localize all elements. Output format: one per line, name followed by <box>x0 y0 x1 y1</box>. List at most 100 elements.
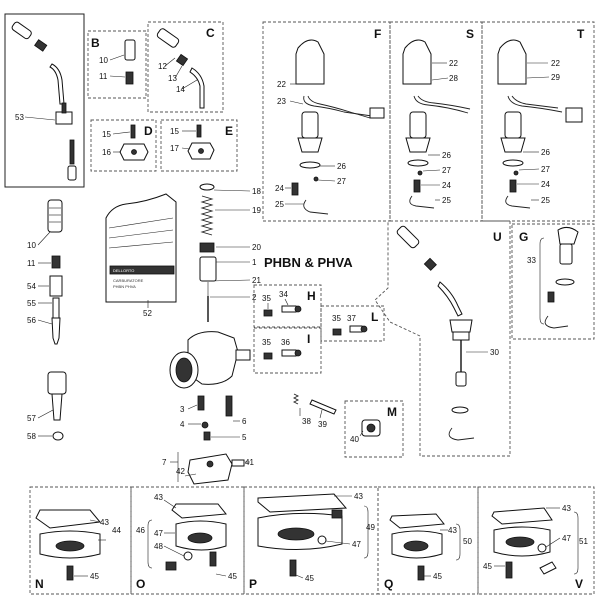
part-c5-label: 5 <box>242 433 247 442</box>
clamp-screw <box>61 102 67 114</box>
bracket-o46 <box>147 519 153 569</box>
part-c41-label: 41 <box>245 458 254 467</box>
part-l10-label: 10 <box>27 241 36 250</box>
screw-l37-head <box>360 325 368 333</box>
cap-t22 <box>497 39 527 85</box>
cable-clamp <box>55 111 73 125</box>
letter-f: F <box>374 27 381 41</box>
screw-g <box>547 291 555 303</box>
screw-l37 <box>349 325 363 333</box>
frame-o <box>130 486 245 595</box>
screw-i36 <box>281 349 297 357</box>
solenoid-body-t <box>504 111 522 139</box>
leader-s28 <box>431 77 449 81</box>
body-g <box>559 243 573 265</box>
solenoid-body-f <box>301 111 319 139</box>
cap-f22 <box>295 39 325 85</box>
lever-u <box>396 225 420 249</box>
screw-q45 <box>417 565 425 581</box>
plug-o <box>165 561 177 571</box>
frame-b <box>87 30 147 99</box>
letter-v: V <box>575 577 583 591</box>
screw-n45 <box>66 565 74 581</box>
section-i-parts: 35 36 <box>262 338 302 360</box>
screw-l35 <box>332 328 342 336</box>
oring-t26 <box>502 159 524 167</box>
section-c-parts: 12 13 14 <box>156 28 205 109</box>
part-f27-label: 27 <box>337 177 346 186</box>
tube-c <box>189 67 205 109</box>
section-letters: B C D E F S T G U H L I M N O P Q V <box>35 26 585 591</box>
leader-v47 <box>545 537 561 548</box>
kit-52: DELLORTO CARBURATORE PHBN PHVA 52 <box>105 193 177 318</box>
part-c3-label: 3 <box>180 405 185 414</box>
part-t27-label: 27 <box>541 165 550 174</box>
screw-t24 <box>509 179 517 193</box>
part-v51-label: 51 <box>579 537 588 546</box>
part-o46-label: 46 <box>136 526 145 535</box>
part-s22-label: 22 <box>449 59 458 68</box>
cap-m40-center <box>366 423 376 433</box>
leader-c21 <box>209 279 251 282</box>
part-n45-label: 45 <box>90 572 99 581</box>
letter-t: T <box>577 27 585 41</box>
bowl-p-inner <box>277 527 315 541</box>
solenoid-body-s <box>409 111 427 139</box>
section-q-parts: 43 50 45 <box>389 513 472 581</box>
part-d16-label: 16 <box>102 148 111 157</box>
oring-u <box>451 406 469 414</box>
part-o43-label: 43 <box>154 493 163 502</box>
part-s27-label: 27 <box>442 166 451 175</box>
leader-o48 <box>163 545 185 557</box>
plunger-rod <box>69 139 75 165</box>
part-f25-label: 25 <box>275 200 284 209</box>
bracket-e17-hole <box>198 148 204 154</box>
kit-bag <box>105 193 177 303</box>
needle-56 <box>51 317 61 345</box>
frame-n <box>29 486 132 595</box>
leader-h34 <box>284 298 289 306</box>
jet-b <box>125 71 134 85</box>
section-e-parts: 15 17 <box>170 124 215 160</box>
part-l37-label: 37 <box>347 314 356 323</box>
letter-e: E <box>225 124 233 138</box>
part-c2-label: 2 <box>252 293 257 302</box>
leader-c13 <box>174 65 183 79</box>
kit-band <box>109 265 175 275</box>
cap-s22 <box>402 39 432 85</box>
holder-54 <box>49 275 63 297</box>
part-n43-label: 43 <box>100 518 109 527</box>
letter-m: M <box>387 405 397 419</box>
connector-t <box>565 107 583 123</box>
letter-c: C <box>206 26 215 40</box>
part-l54-label: 54 <box>27 282 36 291</box>
frame-m <box>344 400 404 458</box>
part-kit52-label: 52 <box>143 309 152 318</box>
section-u-parts: 30 <box>396 225 499 441</box>
part-m38-label: 38 <box>302 417 311 426</box>
part-s28-label: 28 <box>449 74 458 83</box>
oring-s26 <box>407 159 429 167</box>
part-p45-label: 45 <box>305 574 314 583</box>
frame-g <box>511 223 595 340</box>
leader-f23 <box>289 100 304 105</box>
part-c14-label: 14 <box>176 85 185 94</box>
part-m40-label: 40 <box>350 435 359 444</box>
frame-u <box>374 220 511 457</box>
wire-s <box>413 95 469 114</box>
wire-f <box>303 95 373 117</box>
plug-p <box>331 509 343 519</box>
slide-10 <box>47 199 63 233</box>
part-q45-label: 45 <box>433 572 442 581</box>
washer-v47 <box>537 543 547 553</box>
clip-s25 <box>409 195 435 209</box>
bowl-o-inner <box>187 532 213 544</box>
plunger <box>67 165 77 181</box>
solenoid-base-s <box>405 137 431 153</box>
plunger-tip-u <box>455 371 467 387</box>
bracket-q50 <box>455 523 461 561</box>
part-t24-label: 24 <box>541 180 550 189</box>
section-d-parts: 15 16 <box>102 124 149 161</box>
leader-b10 <box>109 54 125 61</box>
section-g-parts: 33 <box>527 226 579 329</box>
